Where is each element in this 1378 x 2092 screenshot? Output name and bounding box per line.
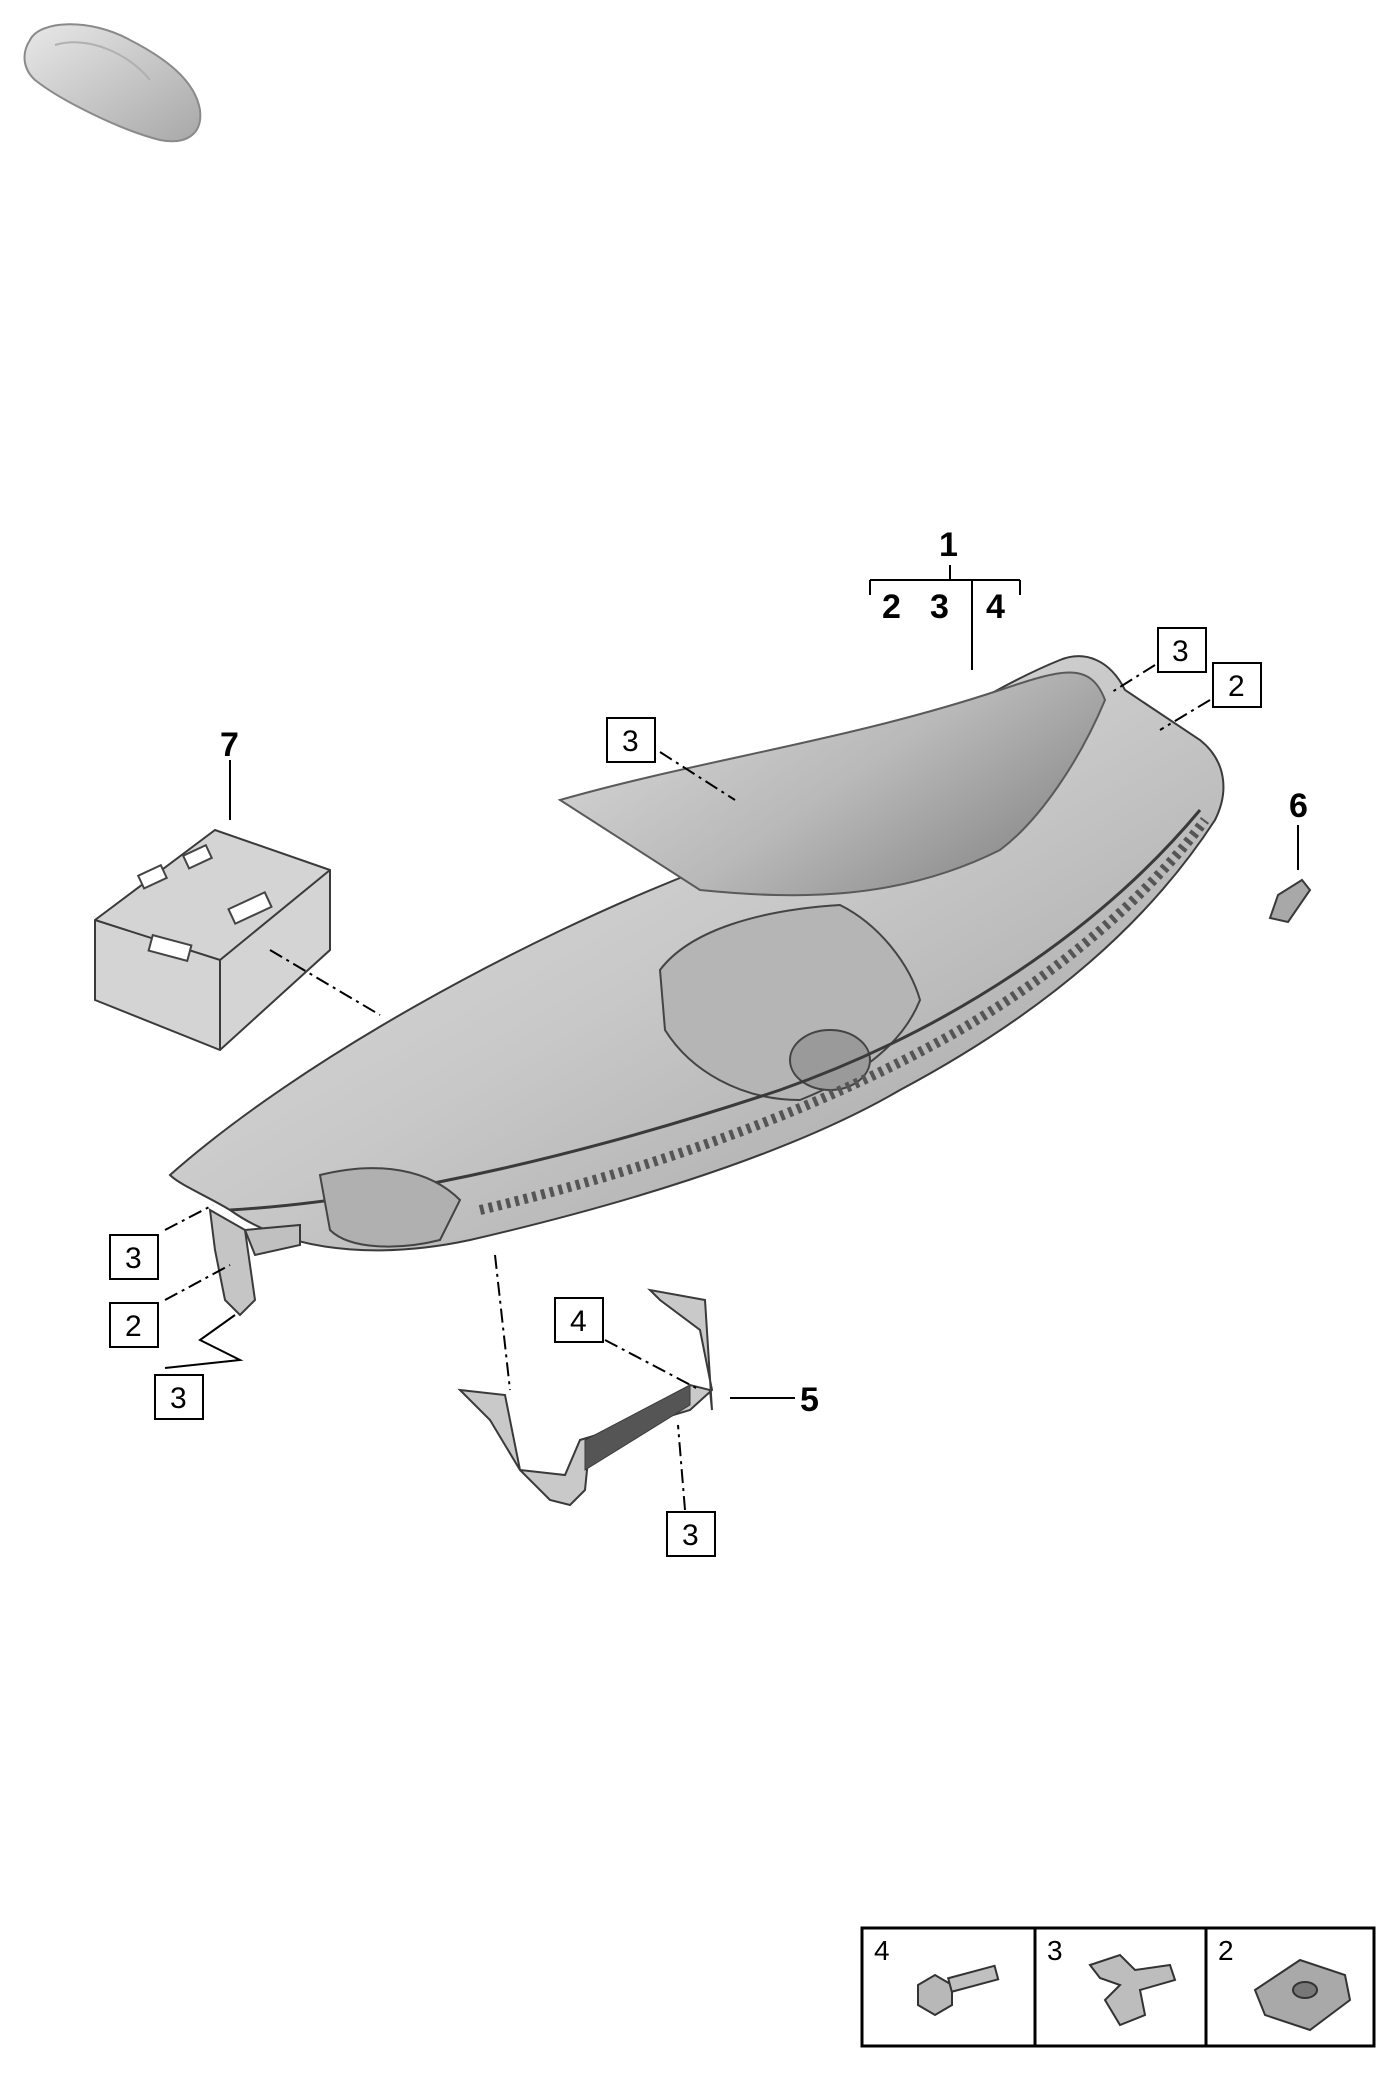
legend-cell-2: 2 [1218, 1935, 1352, 2032]
box-label-left-2: 2 [109, 1302, 159, 1348]
svg-text:3: 3 [682, 1519, 699, 1552]
svg-text:3: 3 [1172, 635, 1189, 668]
box-label-left-3-upper: 3 [109, 1234, 159, 1280]
callout-group-2: 2 [882, 588, 901, 626]
legend-cell-4: 4 [874, 1935, 1000, 2017]
nut-clip-icon [1253, 1958, 1352, 2032]
cover-part [1268, 878, 1312, 924]
box-label-top-right-3: 3 [1157, 627, 1207, 673]
car-thumbnail-icon [23, 23, 202, 143]
box-label-top-right-2: 2 [1212, 662, 1262, 708]
bolt-icon [917, 1964, 1000, 2017]
callout-6: 6 [1289, 787, 1308, 825]
svg-text:3: 3 [125, 1242, 142, 1275]
svg-text:2: 2 [125, 1310, 142, 1343]
svg-text:3: 3 [622, 725, 639, 758]
leader-lines [164, 664, 1299, 1511]
svg-text:2: 2 [1218, 1935, 1234, 1966]
svg-text:3: 3 [170, 1382, 187, 1415]
box-label-bracket-3-lower: 3 [666, 1511, 716, 1557]
assembly-bracket-lines [869, 565, 1021, 670]
clip-icon [1088, 1953, 1177, 2027]
box-label-top-center-3: 3 [606, 717, 656, 763]
box-label-left-3-lower: 3 [154, 1374, 204, 1420]
fastener-legend: 4 3 2 [860, 1926, 1376, 2048]
dashboard-carrier [168, 655, 1225, 1252]
radio-frame-part [94, 828, 331, 1052]
svg-text:4: 4 [570, 1305, 587, 1338]
center-bracket-part [457, 1288, 714, 1507]
svg-text:3: 3 [1047, 1935, 1063, 1966]
left-support-bracket [208, 1208, 301, 1317]
callout-group-4: 4 [986, 588, 1005, 626]
callout-group-3: 3 [930, 588, 949, 626]
callout-1: 1 [939, 526, 958, 564]
callout-5: 5 [800, 1381, 819, 1419]
svg-text:4: 4 [874, 1935, 890, 1966]
legend-cell-3: 3 [1047, 1935, 1177, 2027]
box-label-bracket-4: 4 [554, 1297, 604, 1343]
callout-7: 7 [220, 726, 239, 764]
svg-text:2: 2 [1228, 670, 1245, 703]
